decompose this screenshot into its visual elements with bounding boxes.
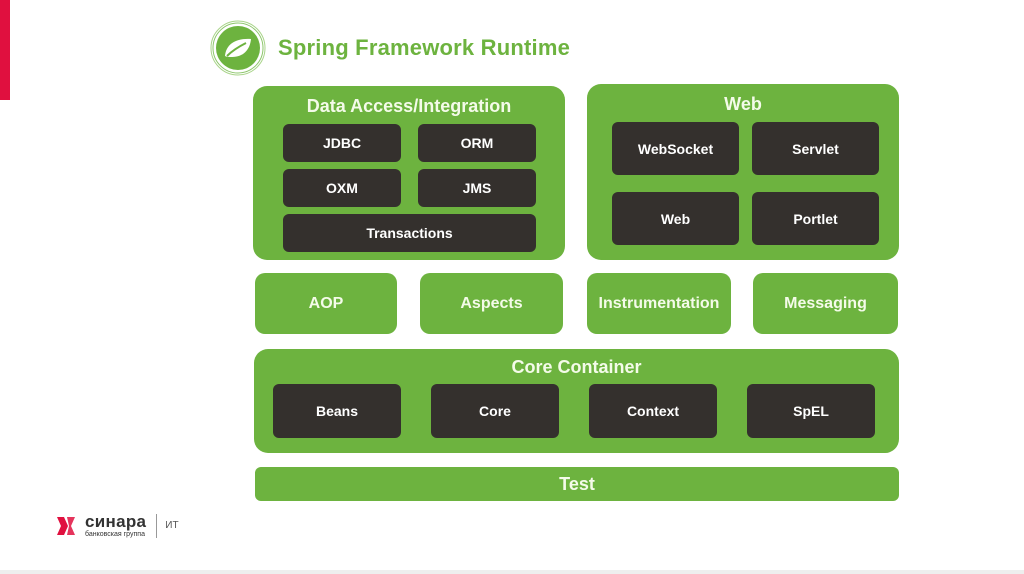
module-jms: JMS — [418, 169, 536, 207]
group-core-container: Core Container Beans Core Context SpEL — [254, 349, 899, 453]
module-messaging: Messaging — [753, 273, 898, 334]
module-instrumentation: Instrumentation — [587, 273, 731, 334]
module-websocket: WebSocket — [612, 122, 739, 175]
module-oxm: OXM — [283, 169, 401, 207]
group-title-data-access: Data Access/Integration — [306, 96, 512, 116]
module-test: Test — [255, 467, 899, 501]
module-context: Context — [589, 384, 717, 438]
module-transactions: Transactions — [283, 214, 536, 252]
accent-bar — [0, 0, 10, 100]
module-web: Web — [612, 192, 739, 245]
brand-subtitle: банковская группа — [85, 531, 145, 538]
diagram-title: Spring Framework Runtime — [278, 35, 571, 60]
footer-brand: синара банковская группа ИТ — [55, 513, 179, 538]
module-portlet: Portlet — [752, 192, 879, 245]
sinara-logo-icon — [55, 515, 77, 537]
brand-name: синара — [85, 512, 147, 531]
module-jdbc: JDBC — [283, 124, 401, 162]
group-web: Web WebSocket Servlet Web Portlet — [587, 84, 899, 260]
module-core: Core — [431, 384, 559, 438]
module-orm: ORM — [418, 124, 536, 162]
footer-divider — [156, 513, 158, 538]
group-title-web: Web — [724, 94, 762, 114]
module-aop: AOP — [255, 273, 397, 334]
module-beans: Beans — [273, 384, 401, 438]
module-servlet: Servlet — [752, 122, 879, 175]
unit-label: ИТ — [165, 520, 179, 531]
group-data-access: Data Access/Integration JDBC ORM OXM JMS… — [253, 86, 565, 260]
spring-leaf-icon — [208, 20, 268, 76]
diagram-header: Spring Framework Runtime — [208, 20, 570, 76]
module-spel: SpEL — [747, 384, 875, 438]
module-aspects: Aspects — [420, 273, 563, 334]
bottom-border — [0, 570, 1024, 574]
group-title-core-container: Core Container — [511, 357, 642, 377]
